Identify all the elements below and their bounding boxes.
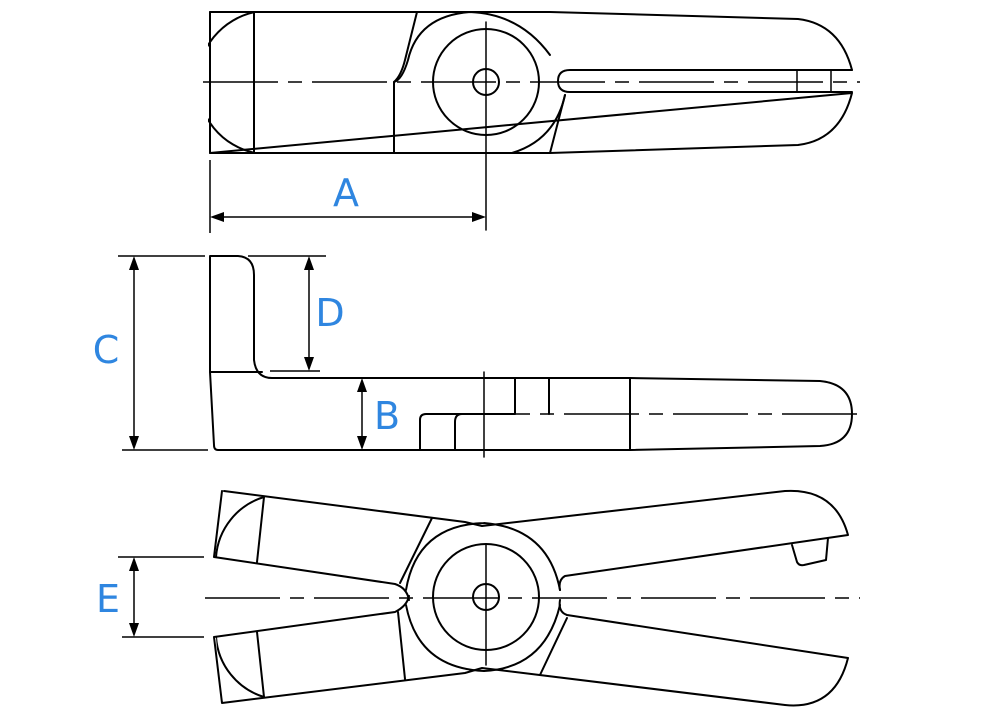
arrowhead-c-top	[129, 256, 139, 270]
dimension-label-c: C	[93, 328, 120, 372]
dimension-label-e: E	[96, 577, 120, 621]
back-radius-arc	[208, 12, 256, 154]
upper-jaw-outline	[213, 489, 849, 601]
arrowhead-d-bottom	[304, 357, 314, 371]
upper-jaw-back-arc	[215, 496, 265, 558]
upper-jaw-pad	[791, 537, 829, 567]
arrowhead-d-top	[304, 256, 314, 270]
lower-jaw-back-line	[256, 631, 265, 698]
step-outline-1	[419, 377, 516, 451]
slot-lower-edge	[549, 94, 566, 154]
step-outline-2	[454, 413, 463, 451]
arrowhead-c-bottom	[129, 436, 139, 450]
lower-jaw-back-arc	[216, 636, 265, 698]
neck-edge	[393, 11, 418, 154]
lower-jaw-neck-line	[397, 611, 406, 680]
dimension-c: C	[93, 255, 208, 451]
dimension-label-b: B	[374, 394, 400, 438]
side-body-outline	[209, 255, 853, 451]
arrowhead-b-top	[357, 378, 367, 392]
dimension-d: D	[248, 255, 345, 372]
dimension-e: E	[96, 556, 204, 638]
hinge-boss-outer	[405, 522, 561, 672]
dimension-label-a: A	[333, 171, 359, 215]
arrowhead-e-top	[129, 557, 139, 571]
bottom-view-open-jaws	[205, 489, 860, 707]
arrowhead-e-bottom	[129, 623, 139, 637]
upper-jaw-back-line	[256, 496, 265, 563]
lower-jaw-outline	[213, 595, 849, 707]
upper-jaw-neck-line	[399, 517, 433, 584]
dimension-b: B	[357, 378, 400, 450]
arrowhead-a-right	[472, 212, 486, 222]
top-view-closed-jaws	[203, 11, 860, 231]
jaw-body-outline	[209, 11, 853, 154]
slot-outline	[557, 69, 853, 93]
arrowhead-a-left	[210, 212, 224, 222]
arrowhead-b-bottom	[357, 436, 367, 450]
dimension-a: A	[209, 160, 486, 233]
side-view	[209, 255, 860, 458]
lower-jaw-slot-edge	[539, 617, 568, 676]
dimension-label-d: D	[315, 291, 344, 335]
